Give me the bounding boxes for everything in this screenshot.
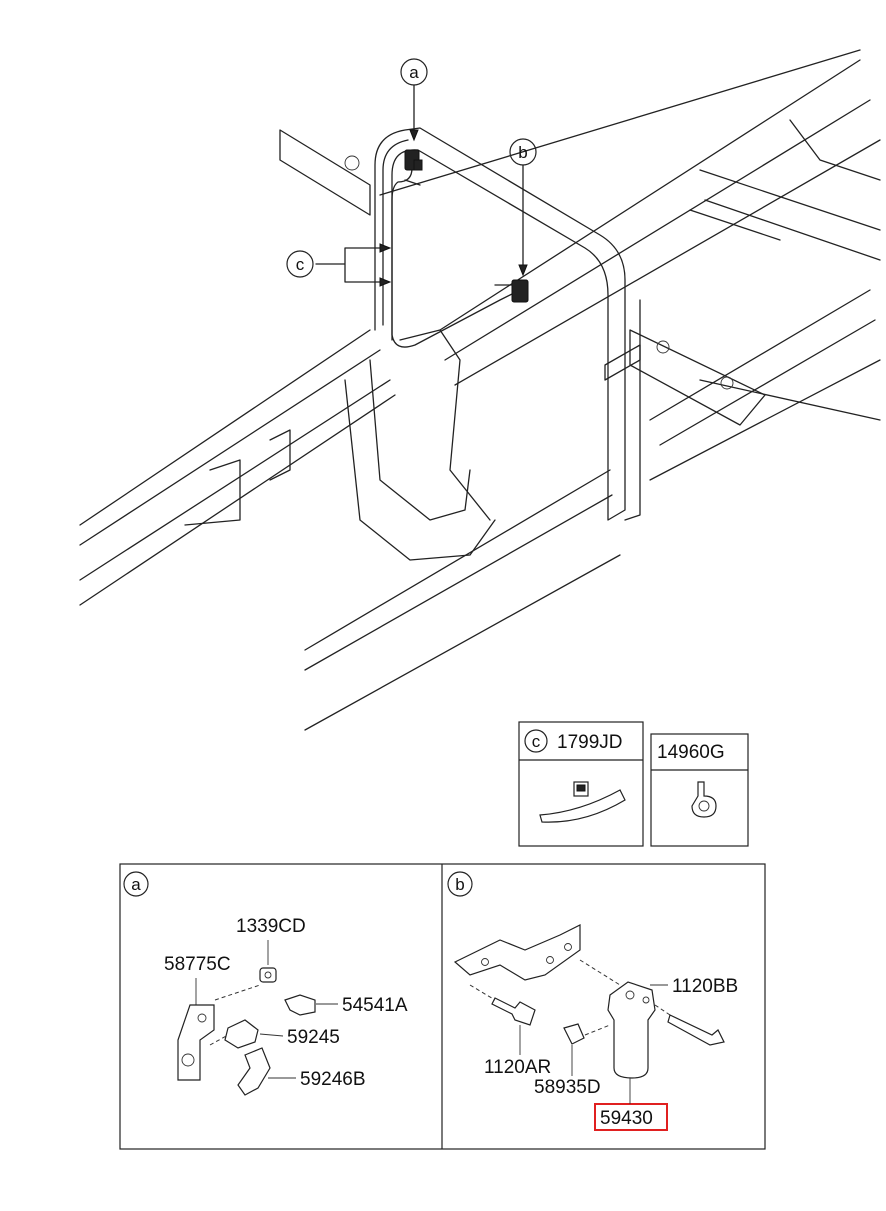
cable-tie-icon	[539, 789, 626, 823]
legend-c-code: 1799JD	[557, 732, 623, 753]
mounting-bracket-icon	[453, 924, 581, 981]
part-54541A[interactable]: 54541A	[342, 995, 408, 1016]
callout-b[interactable]: b	[509, 138, 537, 166]
connector-icon	[224, 1019, 259, 1049]
pipe-clip-icon	[691, 781, 717, 818]
elbow-fitting-icon	[284, 994, 316, 1016]
part-1120BB[interactable]: 1120BB	[672, 976, 738, 997]
frame-assembly	[79, 49, 881, 731]
callout-c-label: c	[296, 255, 305, 274]
detail-b-marker: b	[455, 875, 464, 894]
detail-a: a 1339CD 58775C 54541A 59245 59246B	[123, 871, 408, 1096]
fitting-58935D-icon	[563, 1023, 585, 1045]
part-1120AR[interactable]: 1120AR	[484, 1057, 551, 1078]
bolt-1120BB-icon	[667, 1014, 725, 1046]
callout-a-label: a	[409, 63, 419, 82]
detail-a-marker: a	[131, 875, 141, 894]
hose-end-icon	[237, 1047, 271, 1096]
legend-clip-box: 14960G	[650, 733, 749, 847]
callout-b-label: b	[518, 143, 527, 162]
part-59430-highlight	[594, 1103, 668, 1131]
callout-leaders	[315, 84, 528, 287]
callout-c[interactable]: c	[286, 250, 314, 278]
bolt-1120AR-icon	[491, 997, 536, 1026]
nut-icon	[259, 967, 277, 983]
bracket-icon	[177, 1004, 215, 1081]
legend-clip-code: 14960G	[657, 742, 725, 763]
detail-b: b 1120BB 1120AR 58935D 59430	[447, 871, 738, 1131]
part-59246B[interactable]: 59246B	[300, 1069, 366, 1090]
detail-panels	[119, 863, 766, 1150]
legend-c-marker: c	[532, 732, 541, 751]
part-59245[interactable]: 59245	[287, 1027, 340, 1048]
part-1339CD[interactable]: 1339CD	[236, 916, 306, 937]
legend-c-box: c 1799JD	[518, 721, 644, 847]
part-58775C[interactable]: 58775C	[164, 954, 231, 975]
proportioning-valve-icon	[607, 981, 656, 1079]
callout-a[interactable]: a	[400, 58, 428, 86]
part-59430[interactable]: 59430	[600, 1108, 653, 1129]
part-58935D[interactable]: 58935D	[534, 1077, 601, 1098]
